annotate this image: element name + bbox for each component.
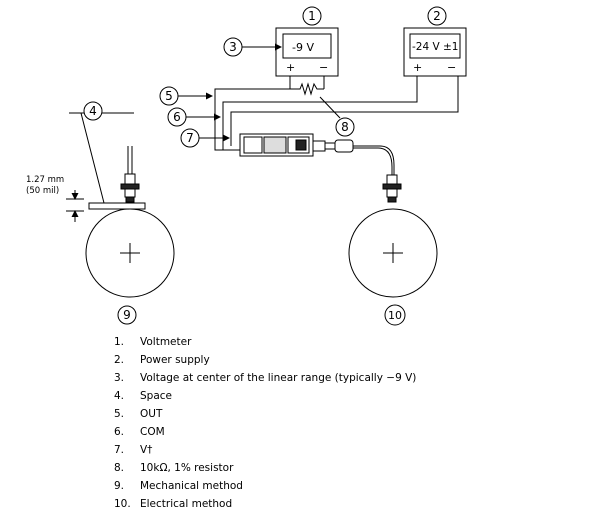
callout-4: 4: [83, 101, 103, 121]
callout-10: 10: [384, 304, 406, 326]
legend-item: 2.Power supply: [114, 354, 210, 366]
power-supply-reading: -24 V ±1: [412, 41, 459, 53]
callout-3: 3: [223, 37, 243, 57]
probe-left: [120, 146, 140, 203]
legend-item: 1.Voltmeter: [114, 336, 192, 348]
power-supply-plus: +: [413, 61, 422, 74]
svg-text:9: 9: [123, 308, 131, 322]
target-disk-right: [348, 208, 438, 298]
power-supply: -24 V ±1 + −: [403, 27, 467, 77]
legend-list: 1.Voltmeter 2.Power supply 3.Voltage at …: [114, 333, 416, 513]
svg-text:10: 10: [388, 309, 402, 322]
legend-item: 3.Voltage at center of the linear range …: [114, 372, 417, 384]
gap-metric: 1.27 mm: [26, 175, 64, 185]
gap-imperial: (50 mil): [26, 186, 59, 196]
svg-text:6: 6: [173, 110, 181, 124]
svg-text:8: 8: [341, 120, 349, 134]
callout-9: 9: [117, 305, 137, 325]
proximitor-driver: [239, 133, 354, 157]
legend-item: 8.10kΩ, 1% resistor: [114, 462, 234, 474]
voltmeter-plus: +: [286, 61, 295, 74]
svg-text:5: 5: [165, 89, 173, 103]
legend-item: 10.Electrical method: [114, 498, 233, 510]
svg-text:1: 1: [308, 9, 316, 23]
callout-2: 2: [427, 6, 447, 26]
callout-7: 7: [180, 128, 200, 148]
wires: [214, 76, 459, 175]
legend-item: 6.COM: [114, 426, 165, 438]
callout-6: 6: [167, 107, 187, 127]
legend-item: 7.V†: [114, 444, 153, 456]
voltmeter: -9 V + −: [275, 27, 339, 77]
callout-1: 1: [302, 6, 322, 26]
power-supply-minus: −: [447, 61, 456, 74]
callout-8: 8: [335, 117, 355, 137]
callout-5: 5: [159, 86, 179, 106]
voltmeter-reading: -9 V: [292, 41, 314, 54]
wiring-diagram: -9 V + − -24 V ±1 + −: [26, 6, 467, 326]
svg-text:7: 7: [186, 131, 194, 145]
legend-item: 9.Mechanical method: [114, 480, 243, 492]
voltmeter-minus: −: [319, 61, 328, 74]
legend-item: 4.Space: [114, 390, 172, 402]
probe-right: [382, 174, 402, 203]
legend-item: 5.OUT: [114, 408, 163, 420]
svg-text:4: 4: [89, 104, 97, 118]
target-disk-left: [85, 208, 175, 298]
svg-text:2: 2: [433, 9, 441, 23]
svg-text:3: 3: [229, 40, 237, 54]
gap-dimension: [66, 190, 84, 222]
spacer-shim: [88, 202, 146, 210]
